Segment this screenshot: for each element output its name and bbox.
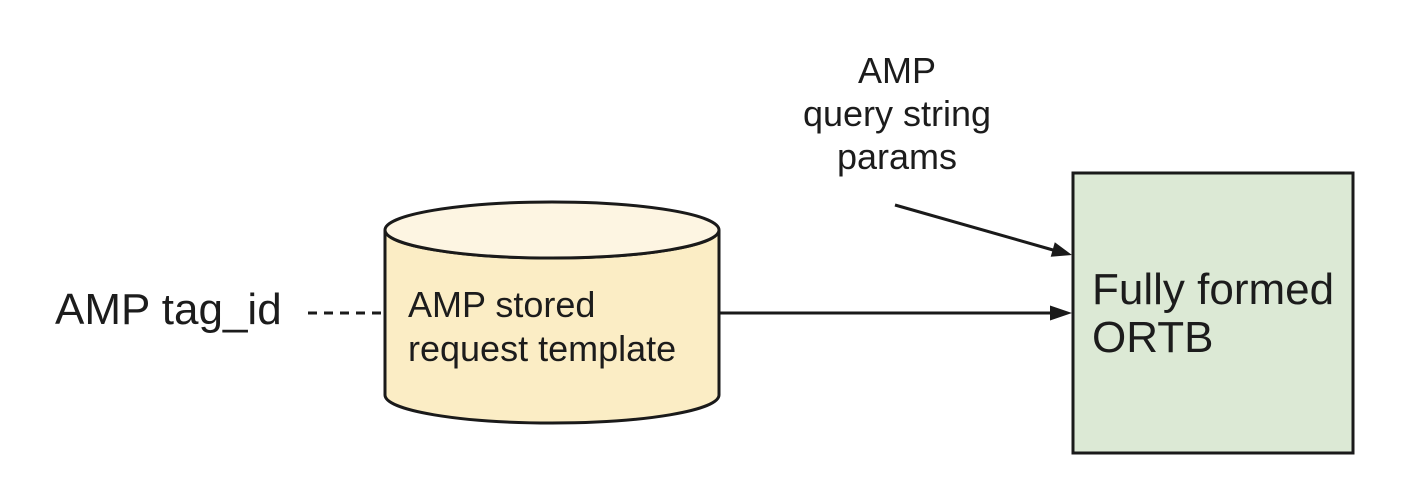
stored-request-template-label-line: request template (408, 328, 677, 369)
query-params-label: AMP query string params (803, 49, 991, 178)
template-to-ortb-arrowhead (1050, 305, 1072, 321)
query-params-label-line: params (836, 136, 958, 177)
ortb-box-label-line: ORTB (1092, 313, 1214, 362)
ortb-box (1071, 171, 1355, 455)
ortb-box-label: Fully formed ORTB (1092, 266, 1334, 362)
amp-tag-id-label: AMP tag_id (55, 285, 282, 334)
query-params-to-ortb-connector (894, 203, 1054, 252)
query-params-label-line: AMP (857, 50, 936, 91)
database-cylinder-top (383, 200, 721, 260)
stored-request-template-label-line: AMP stored (408, 284, 596, 325)
ortb-box-label-line: Fully formed (1092, 265, 1335, 314)
query-params-to-ortb-arrowhead (1050, 242, 1072, 257)
stored-request-template-label: AMP stored request template (408, 283, 676, 371)
query-params-label-line: query string (802, 93, 992, 134)
